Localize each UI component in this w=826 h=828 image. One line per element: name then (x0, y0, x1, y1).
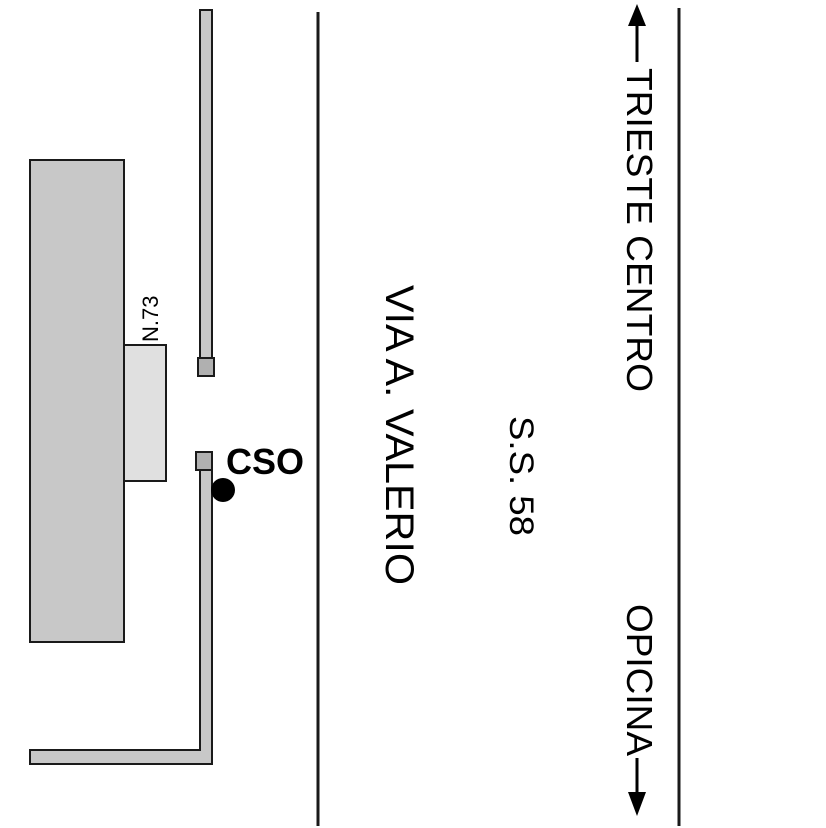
building-annex-n73 (123, 344, 167, 482)
road-code-label: S.S. 58 (502, 416, 540, 536)
lower-wall-post (195, 451, 213, 471)
upper-wall-post (197, 357, 215, 377)
building-block (29, 159, 125, 643)
lower-wall (29, 469, 213, 765)
direction-north-label: TRIESTE CENTRO (619, 68, 660, 392)
building-number-label: N.73 (138, 296, 163, 342)
cso-label: CSO (226, 441, 304, 482)
arrow-down-icon (628, 792, 646, 816)
upper-wall (199, 9, 213, 359)
arrow-up-icon (628, 4, 646, 26)
street-name-label: VIA A. VALERIO (377, 285, 421, 585)
cso-point-marker (211, 478, 235, 502)
direction-south-label: OPICINA (619, 604, 660, 756)
